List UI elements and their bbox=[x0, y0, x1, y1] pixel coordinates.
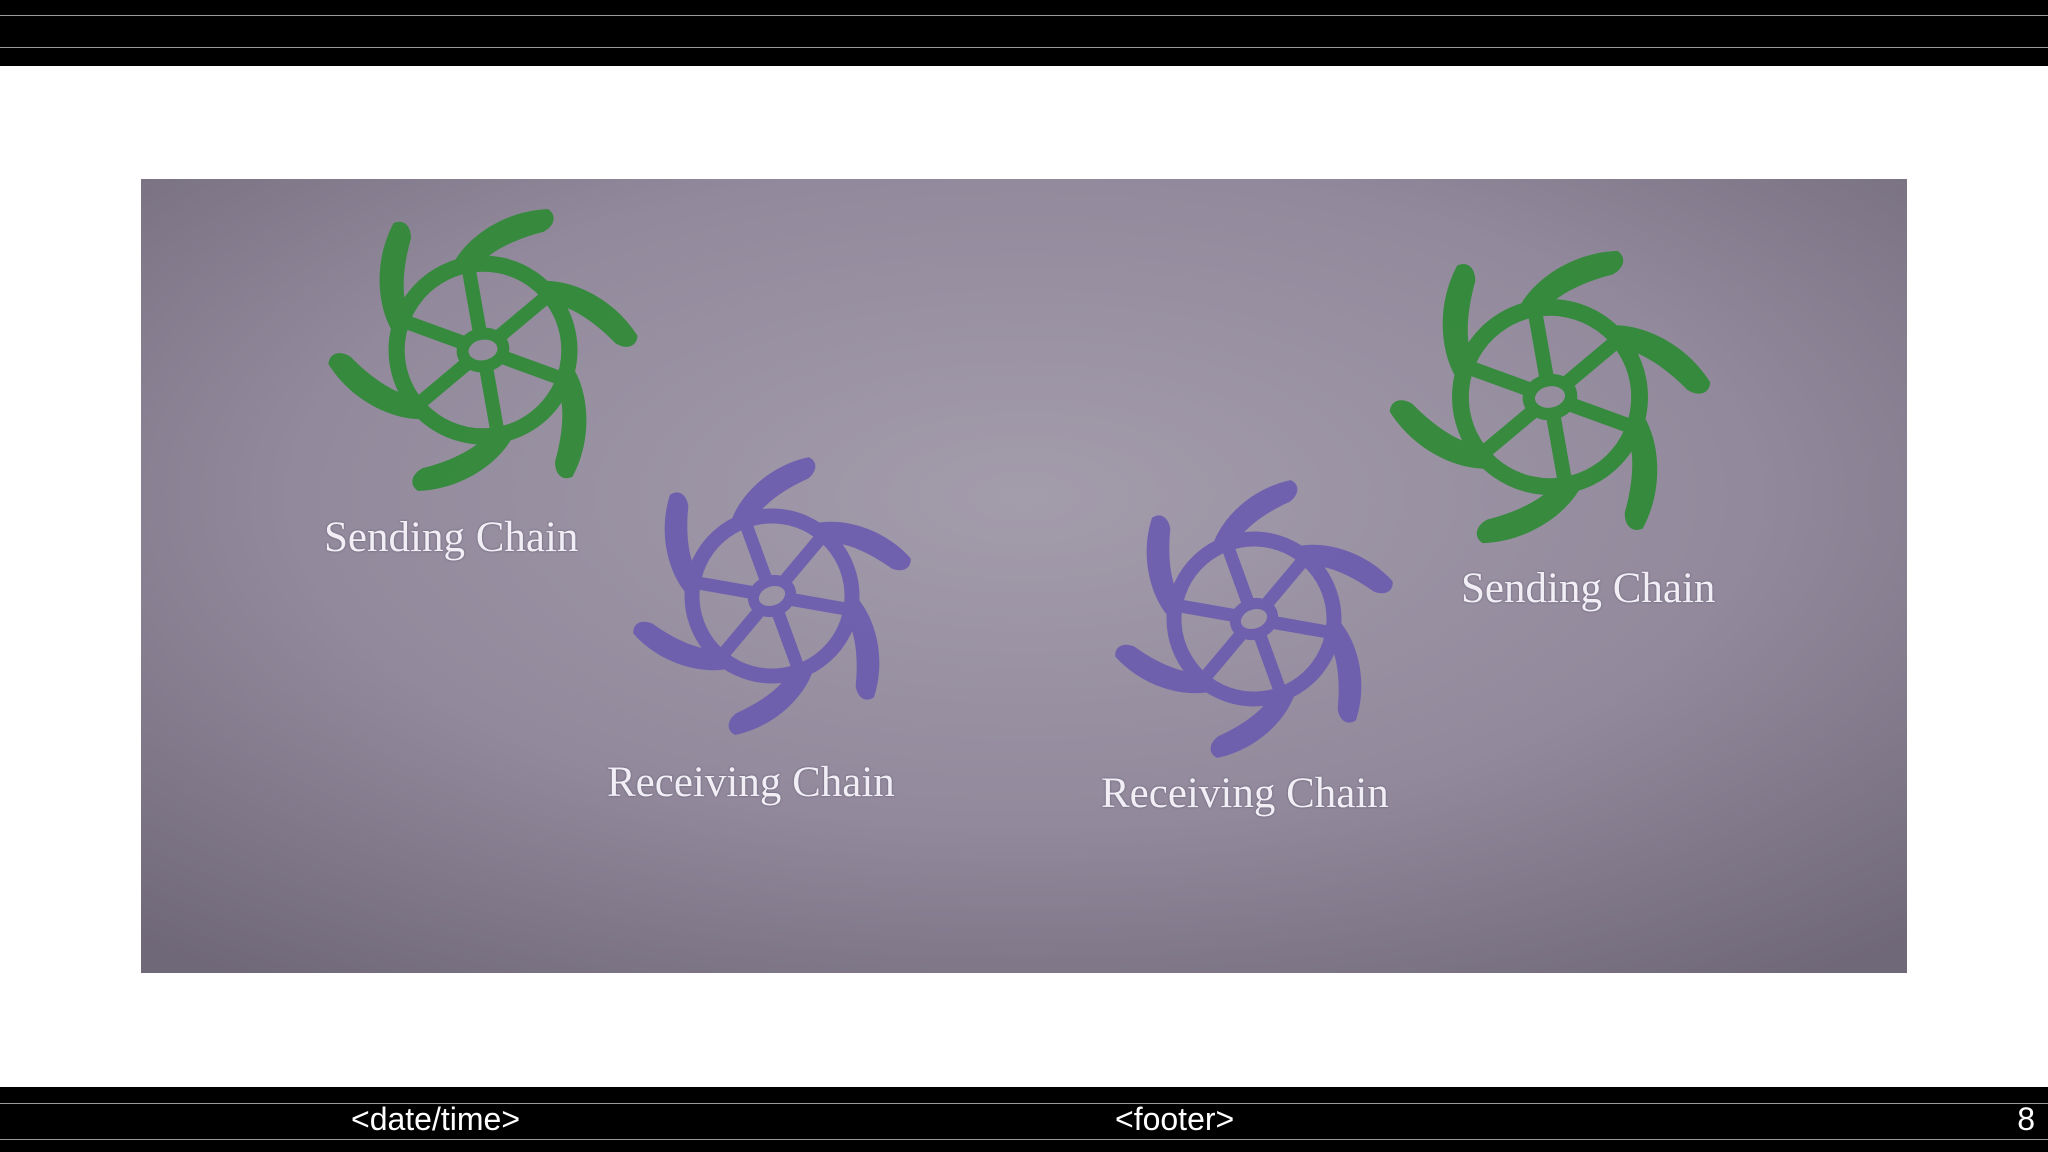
bottom-bar-rule-upper bbox=[0, 1103, 2048, 1104]
footer-text: <footer> bbox=[1115, 1101, 1235, 1137]
top-bar bbox=[0, 0, 2048, 66]
photo-background bbox=[141, 179, 1907, 973]
slide-page-number: 8 bbox=[2017, 1101, 2035, 1137]
footer-date-time: <date/time> bbox=[351, 1101, 520, 1137]
top-bar-rule-upper bbox=[0, 15, 2048, 16]
top-bar-rule-lower bbox=[0, 47, 2048, 48]
bottom-bar: <date/time> <footer> 8 bbox=[0, 1087, 2048, 1152]
receiving-chain-label: Receiving Chain bbox=[1101, 770, 1389, 817]
receiving-chain-label: Receiving Chain bbox=[607, 759, 895, 806]
sending-chain-label: Sending Chain bbox=[1461, 565, 1716, 612]
sending-chain-label: Sending Chain bbox=[324, 514, 579, 561]
chain-illustration-photo: Sending Chain Receiving Chain Receiving … bbox=[141, 179, 1907, 973]
bottom-bar-rule-lower bbox=[0, 1139, 2048, 1140]
